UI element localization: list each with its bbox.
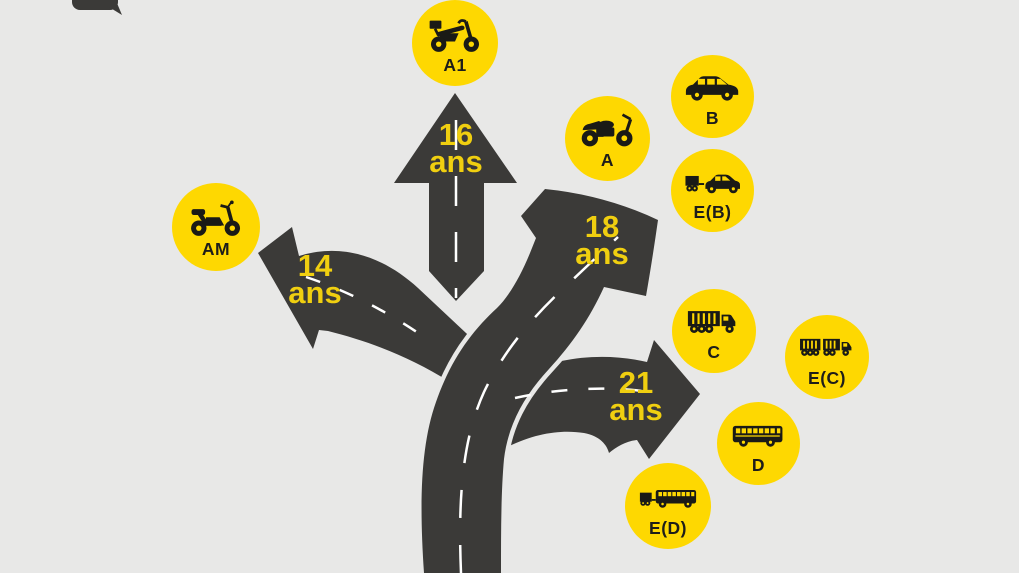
car-icon — [685, 75, 739, 101]
center-dash-upper-left — [305, 275, 425, 339]
age-label-14: 14 ans — [288, 248, 342, 310]
age-number: 18 — [584, 209, 620, 244]
speech-bubble-logo — [72, 0, 122, 15]
age-number: 21 — [618, 365, 654, 400]
license-label: D — [751, 454, 766, 475]
center-dash-right — [514, 387, 651, 400]
license-badge-ed: E(D) — [625, 463, 711, 549]
moped-icon — [429, 18, 480, 52]
license-badge-ec: E(C) — [785, 315, 869, 399]
age-unit: ans — [429, 144, 483, 179]
age-number: 16 — [438, 117, 474, 152]
main-road-18-arrow — [421, 189, 658, 573]
bus-with-trailer-icon — [639, 489, 697, 508]
license-badge-am: AM — [172, 183, 260, 271]
license-badge-eb: E(B) — [671, 149, 754, 232]
license-label: B — [705, 107, 720, 128]
age-unit: ans — [288, 275, 342, 310]
license-badge-c: C — [672, 289, 756, 373]
truck-with-trailer-icon — [799, 339, 851, 357]
scooter-icon — [191, 200, 241, 236]
age-label-16: 16 ans — [429, 117, 483, 179]
license-badge-a: A — [565, 96, 650, 181]
license-label: E(B) — [693, 201, 732, 222]
license-label: A — [600, 150, 615, 171]
license-label: E(C) — [808, 368, 846, 389]
age-label-21: 21 ans — [609, 365, 663, 427]
license-label: AM — [201, 238, 231, 259]
center-dash-main — [458, 236, 619, 573]
license-label: C — [707, 342, 721, 363]
branch-upper-left-road — [258, 227, 482, 394]
license-label: E(D) — [649, 517, 687, 538]
age-number: 14 — [297, 248, 333, 283]
age-unit: ans — [575, 236, 629, 271]
license-label: A1 — [443, 54, 467, 75]
bus-icon — [732, 425, 783, 447]
age-label-18: 18 ans — [575, 209, 629, 271]
car-with-trailer-icon — [685, 174, 740, 193]
age-unit: ans — [609, 392, 663, 427]
motorcycle-icon — [581, 113, 632, 147]
license-badge-d: D — [717, 402, 800, 485]
truck-icon — [687, 311, 735, 334]
license-badge-a1: A1 — [412, 0, 498, 86]
license-badge-b: B — [671, 55, 754, 138]
